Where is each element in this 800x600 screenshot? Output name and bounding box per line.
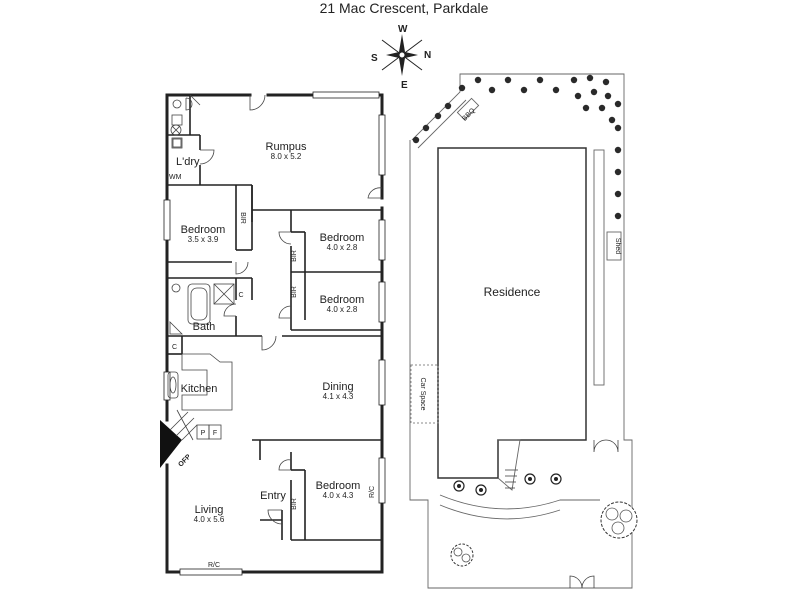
site-plan xyxy=(409,73,638,589)
compass-east: E xyxy=(401,80,408,91)
residence-outline xyxy=(437,147,587,479)
bath-label: Bath xyxy=(193,321,216,333)
pantry-label: P xyxy=(201,430,206,437)
washing-machine-label: WM xyxy=(169,174,182,181)
bir-4-label: BIR xyxy=(291,498,298,510)
shed-label: Shed xyxy=(614,238,621,254)
bedroom-3-dims: 4.0 x 2.8 xyxy=(327,305,358,314)
bedroom-1-dims: 3.5 x 3.9 xyxy=(188,235,219,244)
rc-bedroom-label: R/C xyxy=(369,486,376,498)
ofp-label: OFP xyxy=(177,453,192,468)
living-dims: 4.0 x 5.6 xyxy=(194,515,225,524)
compass-west: W xyxy=(398,24,408,35)
dining-label: Dining xyxy=(322,381,353,393)
fridge-label: F xyxy=(213,430,217,437)
kitchen-cupboard-label: C xyxy=(172,344,177,351)
car-space-outline xyxy=(410,364,439,424)
compass-icon: W S N E xyxy=(371,24,431,91)
shed-outline xyxy=(606,231,622,261)
residence-label: Residence xyxy=(484,285,541,299)
cupboard-label: C xyxy=(238,292,243,299)
rc-living-label: R/C xyxy=(208,562,220,569)
bir-1-label: BIR xyxy=(239,212,246,224)
bedroom-2-dims: 4.0 x 2.8 xyxy=(327,243,358,252)
living-label: Living xyxy=(195,504,224,516)
rumpus-label: Rumpus xyxy=(266,141,307,153)
bedroom-4-label: Bedroom xyxy=(316,480,361,492)
bir-2-label: BIR xyxy=(291,250,298,262)
compass-north: N xyxy=(424,50,431,61)
kitchen-label: Kitchen xyxy=(181,383,218,395)
fireplace-icon xyxy=(160,420,182,468)
shrub-icons xyxy=(412,74,622,220)
house-plan xyxy=(160,91,386,576)
laundry-label: L'dry xyxy=(176,156,200,168)
bedroom-3-label: Bedroom xyxy=(320,294,365,306)
compass-south: S xyxy=(371,53,378,64)
front-shrub-icons xyxy=(453,473,562,496)
bedroom-4-dims: 4.0 x 4.3 xyxy=(323,491,354,500)
car-space-label: Car Space xyxy=(419,377,426,410)
dining-dims: 4.1 x 4.3 xyxy=(323,392,354,401)
bedroom-1-label: Bedroom xyxy=(181,224,226,236)
bedroom-2-label: Bedroom xyxy=(320,232,365,244)
entry-label: Entry xyxy=(260,490,286,502)
tree-icons xyxy=(450,501,638,567)
bir-3-label: BIR xyxy=(291,286,298,298)
rumpus-dims: 8.0 x 5.2 xyxy=(271,152,302,161)
plan-title: 21 Mac Crescent, Parkdale xyxy=(320,0,489,16)
